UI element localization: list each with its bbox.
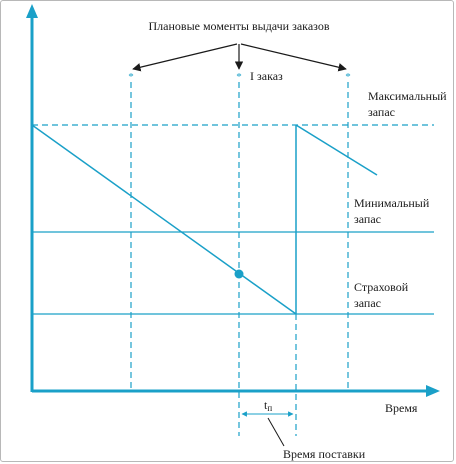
x-axis-arrowhead <box>426 385 440 397</box>
safety-stock-label-line1: Страховой <box>354 280 409 294</box>
min-stock-label-line2: запас <box>354 212 381 226</box>
order-point-dot <box>234 269 244 279</box>
max-stock-label-line2: запас <box>368 105 395 119</box>
delivery-time-label: Время поставки <box>283 447 366 461</box>
order-marker-2: * <box>236 71 242 83</box>
lead-time-symbol: tп <box>264 398 272 413</box>
order-marker-3: * <box>345 71 351 83</box>
min-stock-label-line1: Минимальный <box>354 196 430 210</box>
first-order-label: I заказ <box>250 69 283 83</box>
consumption-line-2 <box>295 124 378 176</box>
consumption-line-1 <box>31 124 297 315</box>
safety-stock-label-line2: запас <box>354 296 381 310</box>
y-axis-arrowhead <box>26 4 38 18</box>
planned-moments-title: Плановые моменты выдачи заказов <box>149 19 330 33</box>
delivery-time-leader <box>267 417 285 447</box>
order-marker-1: * <box>128 71 134 83</box>
callout-arrow-left <box>132 43 238 72</box>
callout-arrow-right <box>240 43 347 72</box>
max-stock-label-line1: Максимальный <box>368 89 447 103</box>
time-axis-label: Время <box>385 401 418 415</box>
